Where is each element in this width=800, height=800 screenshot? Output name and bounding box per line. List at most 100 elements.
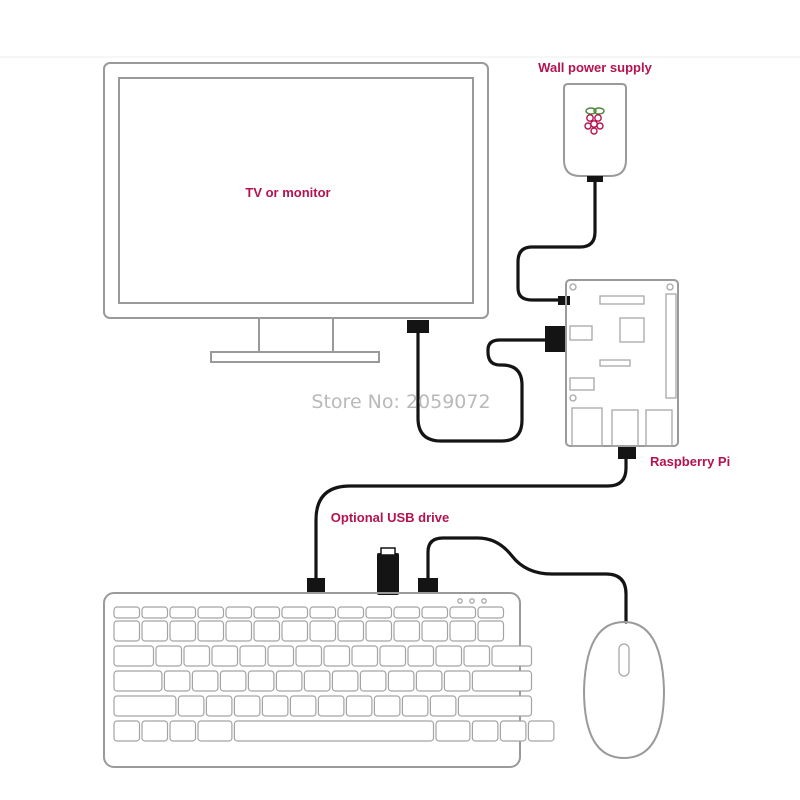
pi-gpio-header (665, 293, 677, 399)
keyboard-key (253, 620, 281, 642)
pi-usb-port-1 (611, 409, 639, 447)
keyboard-key (113, 695, 177, 717)
pi-mount-hole (666, 283, 674, 291)
usb-drive (377, 547, 399, 595)
power-plug (587, 176, 603, 182)
keyboard-key (239, 645, 267, 667)
keyboard-key (233, 695, 261, 717)
keyboard-key (247, 670, 275, 692)
keyboard-key (359, 670, 387, 692)
keyboard-key (471, 670, 533, 692)
keyboard-led (457, 598, 463, 604)
keyboard-key (141, 720, 169, 742)
keyboard-led (469, 598, 475, 604)
keyboard-key (169, 620, 197, 642)
monitor-screen (118, 77, 474, 304)
keyboard-key (211, 645, 239, 667)
keyboard-key (345, 695, 373, 717)
pi-audio-port (569, 377, 595, 391)
keyboard-key (113, 720, 141, 742)
keyboard-plug (307, 578, 325, 594)
keyboard-key (197, 720, 233, 742)
keyboard-key (191, 670, 219, 692)
power-supply: Wall power supply (538, 60, 653, 182)
keyboard-key (309, 620, 337, 642)
keyboard-key (225, 606, 253, 619)
keyboard-key (407, 645, 435, 667)
keyboard-key (281, 606, 309, 619)
keyboard-key (365, 620, 393, 642)
mouse (582, 620, 666, 760)
keyboard-key (373, 695, 401, 717)
keyboard-key (219, 670, 247, 692)
power-supply-body (563, 83, 627, 177)
keyboard-key (113, 606, 141, 619)
keyboard-key (435, 645, 463, 667)
usb-drive-label: Optional USB drive (331, 510, 449, 525)
keyboard-key (323, 645, 351, 667)
monitor: TV or monitor (103, 62, 489, 363)
keyboard-key (401, 695, 429, 717)
mouse-body (582, 620, 666, 760)
keyboard (103, 592, 555, 768)
raspberry-pi-label: Raspberry Pi (650, 454, 730, 469)
keyboard-key (163, 670, 191, 692)
keyboard-key (155, 645, 183, 667)
keyboard-key (113, 620, 141, 642)
pi-usb-plug (618, 445, 636, 459)
keyboard-key (435, 720, 471, 742)
keyboard-key (527, 720, 555, 742)
keyboard-key (197, 620, 225, 642)
keyboard-key (393, 606, 421, 619)
keyboard-mouse-plug (418, 578, 438, 594)
mouse-scroll-wheel (618, 643, 630, 677)
store-watermark: Store No: 2059072 (311, 391, 490, 413)
keyboard-key (443, 670, 471, 692)
keyboard-key (463, 645, 491, 667)
pi-mount-hole (569, 283, 577, 291)
keyboard-key (309, 606, 337, 619)
keyboard-key (113, 645, 155, 667)
pi-display-connector (599, 295, 645, 305)
monitor-label: TV or monitor (245, 185, 330, 200)
pi-hdmi-plug (545, 326, 565, 352)
keyboard-key (141, 606, 169, 619)
hdmi-cable (416, 330, 547, 443)
keyboard-key (337, 606, 365, 619)
pi-soc (619, 317, 645, 343)
raspberry-pi-board (565, 279, 679, 447)
raspberry-logo-icon (584, 107, 605, 135)
keyboard-key (317, 695, 345, 717)
power-supply-label: Wall power supply (538, 60, 652, 75)
keyboard-key (253, 606, 281, 619)
keyboard-key (141, 620, 169, 642)
keyboard-cable (314, 456, 628, 580)
pi-ethernet-port (571, 407, 603, 447)
keyboard-key (205, 695, 233, 717)
keyboard-key (449, 620, 477, 642)
keyboard-key (267, 645, 295, 667)
keyboard-key (379, 645, 407, 667)
keyboard-key (183, 645, 211, 667)
keyboard-key (421, 606, 449, 619)
pi-board-outline (565, 279, 679, 447)
keyboard-key (429, 695, 457, 717)
pi-usb-port-2 (645, 409, 673, 447)
keyboard-key (197, 606, 225, 619)
keyboard-key (471, 720, 499, 742)
keyboard-key (295, 645, 323, 667)
keyboard-key (477, 620, 505, 642)
pi-mount-hole (569, 394, 577, 402)
cables (314, 180, 628, 624)
keyboard-keys (113, 606, 555, 742)
monitor-hdmi-plug (407, 320, 429, 333)
keyboard-key (457, 695, 533, 717)
monitor-neck (258, 317, 334, 353)
keyboard-key (449, 606, 477, 619)
keyboard-key (365, 606, 393, 619)
keyboard-key (113, 670, 163, 692)
mouse-cable (426, 536, 628, 624)
keyboard-key (491, 645, 533, 667)
keyboard-key (387, 670, 415, 692)
keyboard-key (393, 620, 421, 642)
